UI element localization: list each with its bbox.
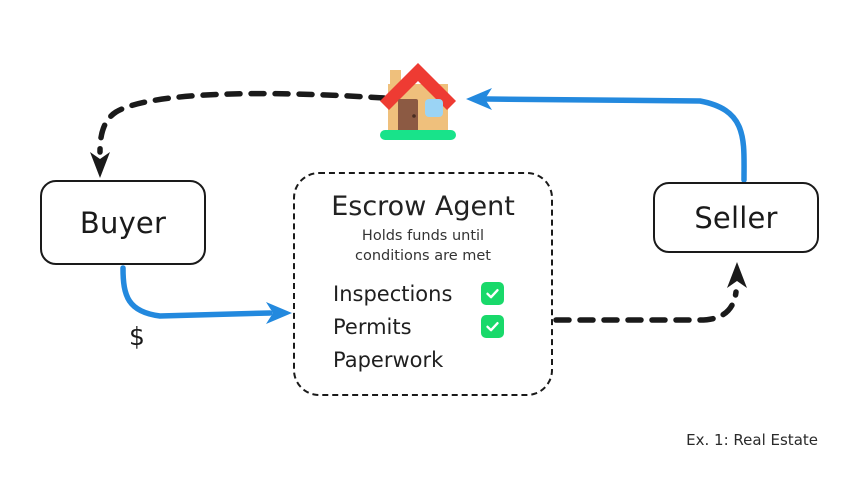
diagram-caption: Ex. 1: Real Estate xyxy=(686,431,818,449)
house-icon xyxy=(380,63,456,140)
check-icon-empty[interactable] xyxy=(481,348,504,371)
node-buyer[interactable]: Buyer xyxy=(40,180,206,265)
node-escrow-agent[interactable]: Escrow Agent Holds funds until condition… xyxy=(293,172,553,396)
checklist-item-label: Inspections xyxy=(333,281,453,306)
arrowhead-icon xyxy=(727,262,747,288)
checklist-item[interactable]: Permits xyxy=(333,311,519,342)
check-icon[interactable] xyxy=(481,282,504,305)
node-buyer-label: Buyer xyxy=(79,205,167,240)
escrow-subtitle-line-1: Holds funds until xyxy=(361,228,485,244)
arrowhead-icon xyxy=(90,152,110,178)
escrow-subtitle: Holds funds until conditions are met xyxy=(307,226,539,266)
checklist-item[interactable]: Inspections xyxy=(333,278,519,309)
check-icon[interactable] xyxy=(481,315,504,338)
node-seller-label: Seller xyxy=(694,200,778,235)
escrow-title: Escrow Agent xyxy=(331,191,515,222)
edge-house-to-buyer xyxy=(90,90,387,178)
edge-buyer-to-escrow xyxy=(120,265,292,324)
edge-escrow-to-seller xyxy=(553,262,747,323)
arrowhead-icon xyxy=(266,302,292,324)
edge-label-money: $ xyxy=(129,322,145,351)
edge-seller-to-house xyxy=(466,88,747,183)
escrow-subtitle-line-2: conditions are met xyxy=(355,248,491,264)
arrowhead-icon xyxy=(466,88,492,110)
node-seller[interactable]: Seller xyxy=(653,182,819,253)
checklist-item[interactable]: Paperwork xyxy=(333,344,519,375)
checklist-item-label: Permits xyxy=(333,314,412,339)
escrow-checklist: Inspections Permits Paperwork xyxy=(333,278,519,377)
checklist-item-label: Paperwork xyxy=(333,347,444,372)
